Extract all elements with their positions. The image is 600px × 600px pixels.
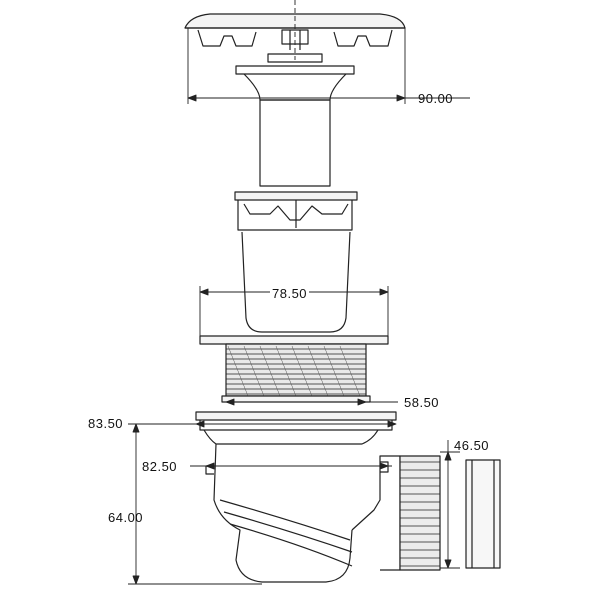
side-outlet-thread: [399, 455, 441, 571]
dimension-label-outlet: 46.50: [454, 438, 490, 453]
outlet-sleeve: [465, 459, 501, 569]
dimension-label-thread: 58.50: [404, 395, 440, 410]
dimension-line-outlet: [440, 440, 460, 569]
threaded-ring: [199, 335, 389, 403]
dimension-line-body: [190, 462, 392, 470]
dimension-line-thread: [225, 398, 398, 406]
dimension-label-cap: 90.00: [418, 91, 454, 106]
dimension-line-height: [128, 423, 262, 585]
dimension-line-cap: [187, 28, 470, 104]
drain-body: [195, 411, 401, 583]
drain-cap: [184, 0, 406, 187]
dimension-label-height: 64.00: [108, 510, 144, 525]
strainer-basket: [234, 191, 358, 333]
dimension-label-strainer: 78.50: [270, 286, 310, 301]
dimension-label-body: 82.50: [140, 459, 180, 474]
dimension-label-flange: 83.50: [88, 416, 124, 431]
